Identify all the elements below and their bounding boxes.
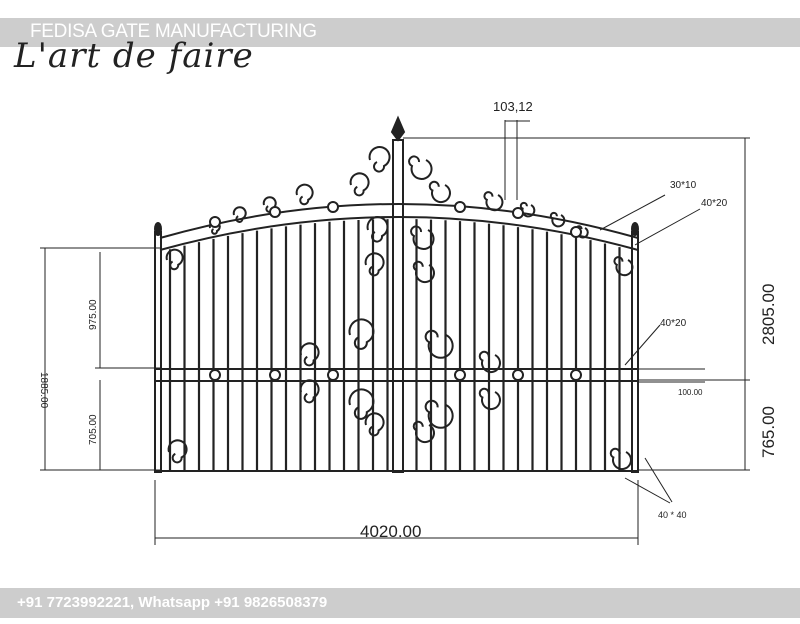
scroll	[295, 183, 314, 206]
ring-ornament	[454, 201, 466, 213]
ring-ornament	[209, 369, 221, 381]
ring-ornament	[512, 207, 524, 219]
top-arch-inner	[159, 216, 639, 251]
scroll	[232, 206, 247, 223]
vertical-bars	[168, 219, 621, 470]
scroll	[613, 256, 634, 277]
center-post	[392, 139, 404, 473]
footer-banner: +91 7723992221, Whatsapp +91 9826508379	[0, 588, 800, 618]
scroll	[478, 350, 501, 374]
dim-top-frame: 40*20	[701, 198, 728, 209]
header-banner: FEDISA GATE MANUFACTURING	[0, 18, 800, 47]
ring-ornament	[269, 206, 281, 218]
scroll	[299, 342, 320, 367]
dim-middle-rail: 40*20	[660, 318, 687, 329]
dim-lower-section: 705.00	[88, 414, 99, 445]
scroll	[478, 387, 501, 411]
ring-ornament	[209, 216, 221, 228]
top-arch-outer	[159, 203, 639, 239]
dim-lower-height: 765.00	[759, 406, 778, 458]
dim-post-section: 40 * 40	[658, 510, 687, 520]
dim-finial-width: 103,12	[493, 99, 533, 114]
gate-frame	[154, 115, 639, 473]
scroll	[412, 260, 435, 284]
company-name: FEDISA GATE MANUFACTURING	[30, 21, 317, 42]
ring-ornament	[570, 369, 582, 381]
middle-rail	[154, 368, 639, 382]
ring-ornament	[327, 201, 339, 213]
scroll	[368, 146, 391, 173]
scroll	[424, 329, 454, 359]
right-post-cap	[631, 222, 639, 236]
dim-total-height: 2805.00	[759, 284, 778, 345]
tagline: L'art de faire	[14, 36, 254, 76]
scroll	[412, 420, 435, 444]
scroll	[483, 191, 504, 212]
ring-ornament	[269, 369, 281, 381]
scroll	[549, 211, 566, 228]
dim-upper-section: 975.00	[88, 299, 99, 330]
ring-ornament	[327, 369, 339, 381]
ring-ornament	[512, 369, 524, 381]
left-post	[154, 231, 162, 473]
scroll	[364, 412, 385, 437]
scroll	[366, 216, 389, 243]
ring-ornament	[454, 369, 466, 381]
scroll-ornaments	[165, 146, 634, 471]
scroll	[167, 439, 188, 464]
dim-rail-gap: 100.00	[678, 388, 703, 397]
contact-info: +91 7723992221, Whatsapp +91 9826508379	[17, 594, 328, 611]
scroll	[410, 225, 435, 250]
scroll	[428, 180, 451, 204]
scroll	[349, 172, 370, 197]
finial	[390, 115, 406, 142]
scroll	[364, 252, 385, 277]
scroll	[424, 399, 454, 429]
scroll	[609, 447, 632, 471]
scroll	[348, 388, 375, 420]
left-post-cap	[154, 222, 162, 236]
scroll	[348, 318, 375, 350]
ring-ornament	[570, 226, 582, 238]
dim-top-rail-arch: 30*10	[670, 180, 697, 191]
scroll	[165, 248, 184, 271]
dimension-lines	[40, 120, 750, 545]
dim-side-height: 1885.00	[38, 372, 49, 409]
rail-rings	[209, 201, 582, 381]
dim-total-width: 4020.00	[360, 522, 421, 541]
scroll	[299, 379, 320, 404]
scroll	[408, 155, 433, 180]
